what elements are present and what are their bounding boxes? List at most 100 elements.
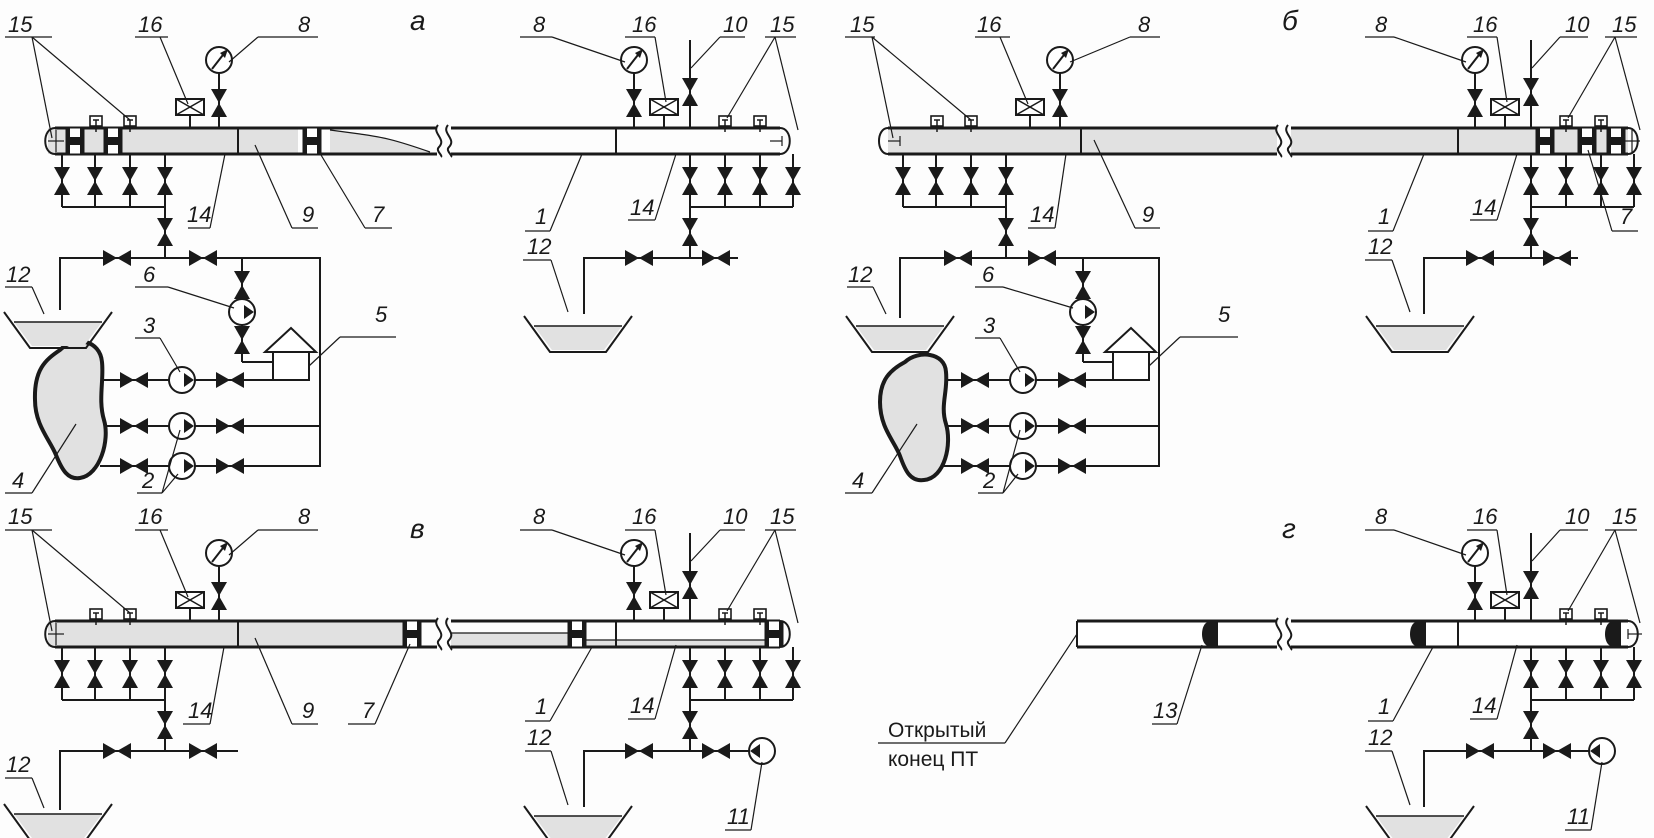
callout-number-15: 15 bbox=[770, 12, 795, 37]
callout-number-14: 14 bbox=[630, 693, 654, 718]
callout-number-12: 12 bbox=[1368, 725, 1392, 750]
panel-v: в bbox=[3, 504, 801, 838]
drain-manifold-left bbox=[54, 154, 173, 258]
callout-number-16: 16 bbox=[977, 12, 1002, 37]
callout-number-16: 16 bbox=[138, 504, 163, 529]
panel-b: б bbox=[845, 5, 1642, 494]
supply-station bbox=[3, 250, 321, 481]
callout-number-4: 4 bbox=[852, 468, 864, 493]
callout-number-7: 7 bbox=[372, 202, 385, 227]
callout-number-7: 7 bbox=[362, 698, 375, 723]
callout-number-13: 13 bbox=[1153, 698, 1178, 723]
vent-box-icon bbox=[649, 98, 679, 116]
callout-number-14: 14 bbox=[187, 202, 211, 227]
callout-number-9: 9 bbox=[302, 698, 314, 723]
callout-number-15: 15 bbox=[850, 12, 875, 37]
panel-a: а bbox=[3, 5, 801, 494]
callout-number-5: 5 bbox=[1218, 302, 1231, 327]
sphere-13 bbox=[1202, 622, 1218, 646]
callout-number-15: 15 bbox=[1612, 12, 1637, 37]
panel-g: г bbox=[878, 504, 1642, 838]
panel-letter-g: г bbox=[1282, 513, 1296, 544]
callout-number-5: 5 bbox=[375, 302, 388, 327]
callouts-v: 15 16 8 14 9 7 12 8 16 10 15 1 14 bbox=[5, 504, 799, 831]
callout-number-2: 2 bbox=[141, 468, 154, 493]
callout-number-12: 12 bbox=[527, 725, 551, 750]
pump-6 bbox=[228, 298, 256, 326]
vent-box-icon bbox=[175, 98, 205, 116]
callout-number-16: 16 bbox=[138, 12, 163, 37]
callouts-g: Открытый конец ПТ 13 8 16 10 15 1 14 12 … bbox=[878, 504, 1641, 831]
callout-number-15: 15 bbox=[1612, 504, 1637, 529]
svg-text:конец ПТ: конец ПТ bbox=[888, 748, 978, 771]
panel-letter-a: а bbox=[410, 5, 426, 36]
callout-number-12: 12 bbox=[6, 752, 30, 777]
callout-number-15: 15 bbox=[770, 504, 795, 529]
panel-letter-v: в bbox=[410, 513, 425, 544]
callout-number-11: 11 bbox=[1567, 804, 1590, 829]
pipeline-section bbox=[44, 617, 791, 651]
callout-number-16: 16 bbox=[1473, 504, 1498, 529]
callout-number-8: 8 bbox=[1375, 12, 1388, 37]
callouts-a: 15 16 8 14 9 7 12 6 3 5 4 2 8 1 bbox=[5, 12, 799, 494]
callout-number-6: 6 bbox=[982, 262, 995, 287]
drain-manifold-left bbox=[895, 154, 1014, 258]
callout-number-8: 8 bbox=[1138, 12, 1151, 37]
pump-11 bbox=[748, 737, 776, 765]
callout-number-3: 3 bbox=[143, 313, 156, 338]
callout-number-9: 9 bbox=[302, 202, 314, 227]
drain-manifold-right bbox=[523, 154, 801, 353]
callout-number-12: 12 bbox=[848, 262, 872, 287]
callout-number-2: 2 bbox=[982, 468, 995, 493]
callout-number-3: 3 bbox=[983, 313, 996, 338]
callout-number-1: 1 bbox=[1378, 204, 1390, 229]
callout-number-10: 10 bbox=[1565, 12, 1590, 37]
pressure-gauge-icon bbox=[205, 46, 233, 74]
callout-number-8: 8 bbox=[298, 12, 311, 37]
callout-number-12: 12 bbox=[1368, 234, 1392, 259]
drain-manifold-left bbox=[3, 647, 238, 838]
pressure-gauge-icon bbox=[620, 46, 648, 74]
callout-number-14: 14 bbox=[630, 195, 654, 220]
callout-number-11: 11 bbox=[727, 804, 750, 829]
callout-number-14: 14 bbox=[188, 698, 212, 723]
callout-number-8: 8 bbox=[1375, 504, 1388, 529]
callout-number-12: 12 bbox=[6, 262, 30, 287]
callout-number-1: 1 bbox=[535, 204, 547, 229]
callout-number-1: 1 bbox=[1378, 694, 1390, 719]
callout-number-14: 14 bbox=[1472, 195, 1496, 220]
callout-number-12: 12 bbox=[527, 234, 551, 259]
callouts-b: 15 16 8 14 9 12 6 3 5 4 2 8 16 bbox=[845, 12, 1641, 494]
pump-2a bbox=[168, 412, 196, 440]
callout-number-10: 10 bbox=[723, 12, 748, 37]
callout-number-14: 14 bbox=[1472, 693, 1496, 718]
drain-manifold-right bbox=[523, 647, 801, 838]
callout-number-14: 14 bbox=[1030, 202, 1054, 227]
pipeline-section bbox=[1076, 617, 1642, 651]
callout-number-9: 9 bbox=[1142, 202, 1154, 227]
pipeline-section bbox=[878, 124, 1640, 158]
drain-manifold-right bbox=[1365, 647, 1642, 838]
pump-3 bbox=[168, 366, 196, 394]
valve-icon bbox=[211, 89, 227, 117]
callout-number-8: 8 bbox=[298, 504, 311, 529]
open-end-label: Открытый bbox=[888, 719, 986, 742]
callout-number-4: 4 bbox=[12, 468, 24, 493]
callout-number-6: 6 bbox=[143, 262, 156, 287]
callout-number-16: 16 bbox=[632, 12, 657, 37]
callout-number-8: 8 bbox=[533, 12, 546, 37]
drain-pit-icon bbox=[3, 311, 113, 349]
callout-number-10: 10 bbox=[1565, 504, 1590, 529]
drain-pit-icon bbox=[523, 315, 633, 353]
callout-number-16: 16 bbox=[1473, 12, 1498, 37]
drain-manifold-right bbox=[1365, 154, 1642, 353]
panel-letter-b: б bbox=[1282, 5, 1299, 36]
callout-number-15: 15 bbox=[8, 504, 33, 529]
callout-number-10: 10 bbox=[723, 504, 748, 529]
callout-number-7: 7 bbox=[1620, 204, 1633, 229]
pipeline-section bbox=[44, 124, 791, 158]
supply-station bbox=[845, 250, 1160, 483]
callout-number-16: 16 bbox=[632, 504, 657, 529]
callout-number-1: 1 bbox=[535, 694, 547, 719]
